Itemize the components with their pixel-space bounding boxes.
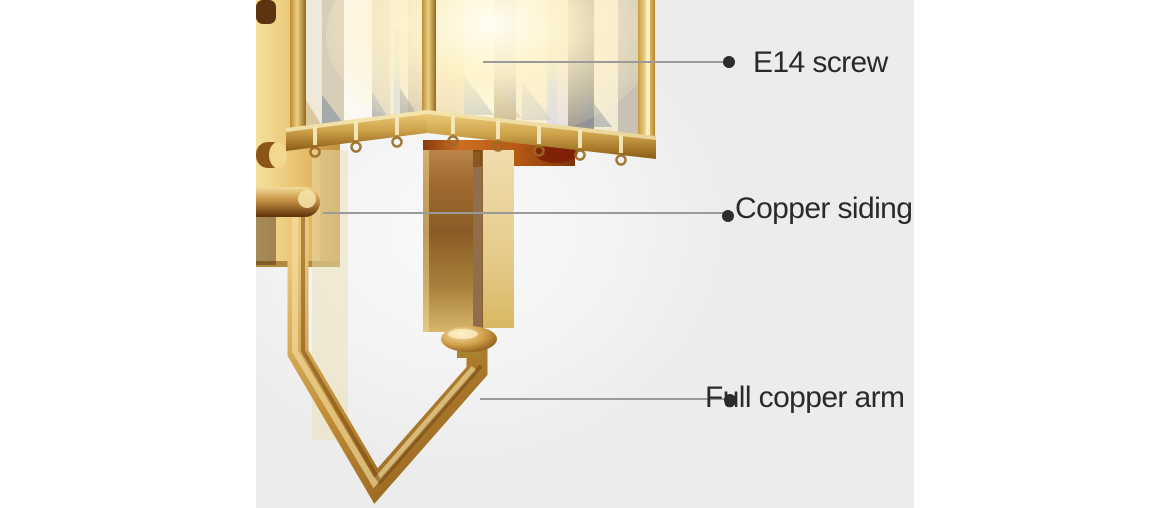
callout-label: E14 screw bbox=[753, 46, 888, 79]
mounting-bar bbox=[256, 187, 320, 265]
mounting-screw bbox=[256, 142, 287, 168]
leader-line bbox=[323, 212, 724, 214]
knob bbox=[441, 326, 497, 358]
wall-lamp-illustration bbox=[256, 0, 914, 508]
bulb-glow bbox=[326, 0, 656, 140]
copper-column bbox=[423, 150, 514, 332]
callout-dot-icon bbox=[723, 56, 735, 68]
top-screw-cap bbox=[256, 0, 276, 24]
crystal-shade bbox=[286, 0, 656, 166]
crystal-hooks bbox=[309, 116, 627, 166]
copper-arm bbox=[287, 193, 488, 504]
callout-label: Copper siding bbox=[735, 192, 913, 225]
callout-dot-icon bbox=[722, 210, 734, 222]
leader-line bbox=[483, 61, 725, 63]
leader-line bbox=[480, 398, 725, 400]
product-photo bbox=[256, 0, 914, 508]
callout-dot-icon bbox=[724, 394, 736, 406]
callout-label: Full copper arm bbox=[705, 381, 905, 414]
shade-frame bbox=[286, 0, 656, 159]
